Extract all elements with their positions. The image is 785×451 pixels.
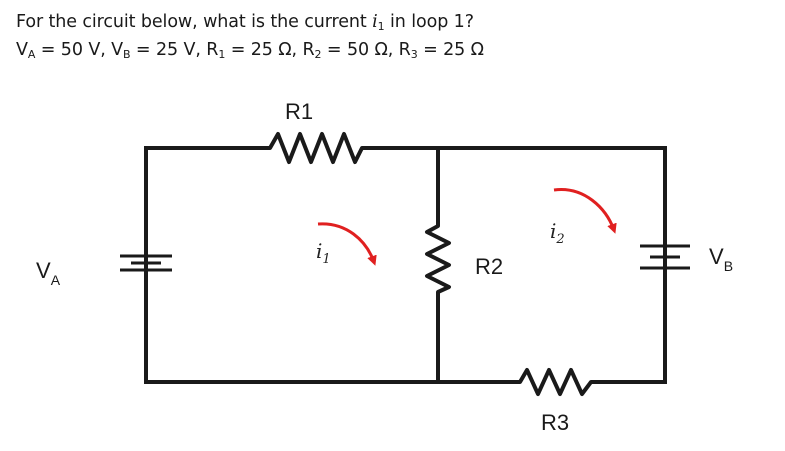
label-vb-sub: B bbox=[724, 258, 733, 274]
param-r3-subscript: 3 bbox=[410, 48, 418, 61]
param-r3: R3 = 25 Ω bbox=[399, 40, 484, 60]
param-r3-value: = 25 Ω bbox=[417, 40, 484, 60]
param-va: VA = 50 V, bbox=[16, 40, 111, 60]
param-r1: R1 = 25 Ω, bbox=[206, 40, 302, 60]
question-line: For the circuit below, what is the curre… bbox=[16, 8, 484, 36]
param-r1-subscript: 1 bbox=[218, 48, 226, 61]
resistor-r1 bbox=[254, 132, 371, 164]
param-va-value: = 50 V, bbox=[35, 40, 112, 60]
label-r3: R3 bbox=[541, 410, 569, 435]
current-arrow-i1 bbox=[317, 222, 377, 266]
param-vb-value: = 25 V, bbox=[130, 40, 207, 60]
label-va: VA bbox=[36, 258, 61, 288]
label-i2-sub: 2 bbox=[555, 232, 564, 247]
current-arrow-i2 bbox=[553, 188, 617, 234]
param-va-symbol: V bbox=[16, 40, 28, 60]
label-i1: i1 bbox=[316, 239, 331, 267]
param-va-subscript: A bbox=[27, 48, 36, 61]
param-r2-symbol: R bbox=[302, 40, 315, 60]
resistor-r2 bbox=[425, 216, 451, 300]
battery-va bbox=[120, 254, 172, 272]
param-vb-symbol: V bbox=[111, 40, 124, 60]
resistor-r3 bbox=[512, 368, 602, 396]
label-vb-main: V bbox=[709, 244, 724, 269]
param-r1-symbol: R bbox=[206, 40, 219, 60]
question-text: For the circuit below, what is the curre… bbox=[16, 8, 484, 64]
label-va-sub: A bbox=[51, 272, 61, 288]
param-vb-subscript: B bbox=[123, 48, 131, 61]
param-r3-symbol: R bbox=[398, 40, 411, 60]
label-r1: R1 bbox=[285, 99, 313, 124]
label-i1-sub: 1 bbox=[322, 252, 330, 267]
label-vb: VB bbox=[709, 244, 733, 274]
question-current-subscript: 1 bbox=[377, 20, 385, 33]
question-suffix: in loop 1? bbox=[384, 12, 474, 32]
label-i1-main: i bbox=[316, 239, 322, 263]
param-r2: R2 = 50 Ω, bbox=[302, 40, 398, 60]
label-va-main: V bbox=[36, 258, 51, 283]
param-r2-subscript: 2 bbox=[314, 48, 322, 61]
wires bbox=[144, 146, 667, 384]
param-vb: VB = 25 V, bbox=[111, 40, 206, 60]
given-values: VA = 50 V, VB = 25 V, R1 = 25 Ω, R2 = 50… bbox=[16, 36, 484, 64]
param-r2-value: = 50 Ω, bbox=[321, 40, 399, 60]
question-prefix: For the circuit below, what is the curre… bbox=[16, 12, 373, 32]
label-i2-main: i bbox=[550, 219, 556, 243]
param-r1-value: = 25 Ω, bbox=[225, 40, 303, 60]
question-current-symbol: i bbox=[372, 12, 378, 32]
label-i2: i2 bbox=[550, 219, 565, 247]
battery-vb bbox=[640, 244, 690, 270]
label-r2: R2 bbox=[475, 254, 503, 279]
